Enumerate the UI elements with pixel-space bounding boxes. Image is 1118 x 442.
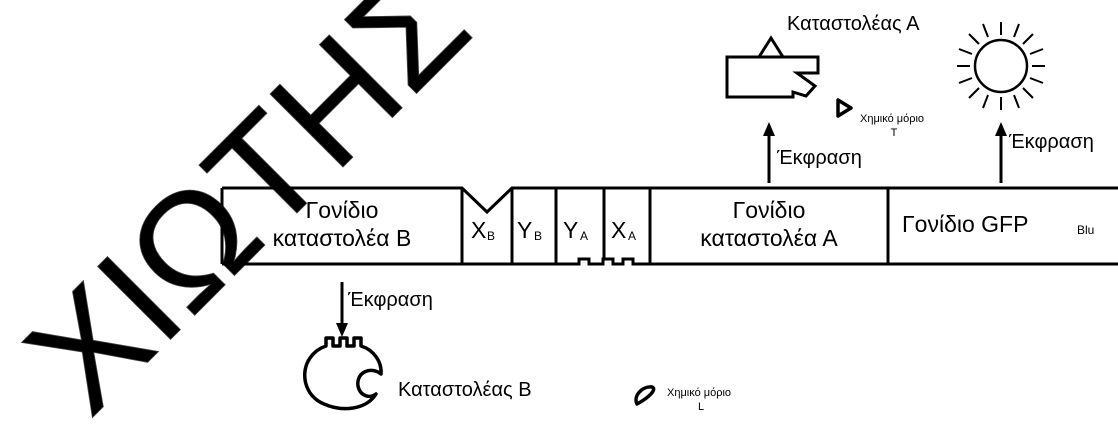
svg-text:X: X <box>611 217 626 243</box>
chemical-l-label-2: L <box>698 401 704 413</box>
chemical-l-icon <box>634 385 656 406</box>
expression-label-repressor-b: Έκφραση <box>347 289 433 311</box>
expression-arrow-repressor-b <box>336 282 348 337</box>
expression-arrow-gfp <box>995 122 1007 183</box>
sun-icon <box>957 22 1045 110</box>
dna-strip <box>220 186 1118 266</box>
repressor-a-gene-label-2: καταστολέα Α <box>700 225 838 251</box>
xb-segment-label: X B <box>471 217 495 243</box>
chemical-l-label-1: Χημικό μόριο <box>667 387 731 399</box>
expression-label-repressor-a: Έκφραση <box>776 147 862 169</box>
svg-text:A: A <box>580 229 588 243</box>
svg-text:Y: Y <box>563 217 578 243</box>
svg-text:Blu: Blu <box>1077 223 1094 237</box>
xa-segment-label: X A <box>611 217 636 243</box>
chemical-t-label-2: T <box>891 127 898 139</box>
svg-text:Y: Y <box>517 217 532 243</box>
repressor-b-label: Καταστολέας Β <box>398 379 532 401</box>
expression-arrow-repressor-a <box>763 122 775 183</box>
expression-label-gfp: Έκφραση <box>1008 131 1094 153</box>
svg-text:A: A <box>628 229 636 243</box>
repressor-b-gene-label-2: καταστολέα Β <box>273 225 412 251</box>
svg-text:B: B <box>487 229 495 243</box>
svg-text:Γονίδιο GFP: Γονίδιο GFP <box>902 211 1028 237</box>
ya-segment-label: Y A <box>563 217 588 243</box>
yb-segment-label: Y B <box>517 217 542 243</box>
repressor-a-label: Καταστολέας Α <box>787 13 920 35</box>
repressor-a-gene-label-1: Γονίδιο <box>733 197 806 223</box>
repressor-b-protein-icon <box>303 336 383 411</box>
chemical-t-icon <box>836 98 853 118</box>
svg-text:B: B <box>534 229 542 243</box>
svg-text:X: X <box>471 217 486 243</box>
repressor-a-protein-icon <box>725 35 820 99</box>
chemical-t-label-1: Χημικό μόριο <box>860 113 924 125</box>
gfp-gene-label: Γονίδιο GFP Blu <box>902 211 1094 237</box>
repressor-b-gene-label-1: Γονίδιο <box>306 197 379 223</box>
